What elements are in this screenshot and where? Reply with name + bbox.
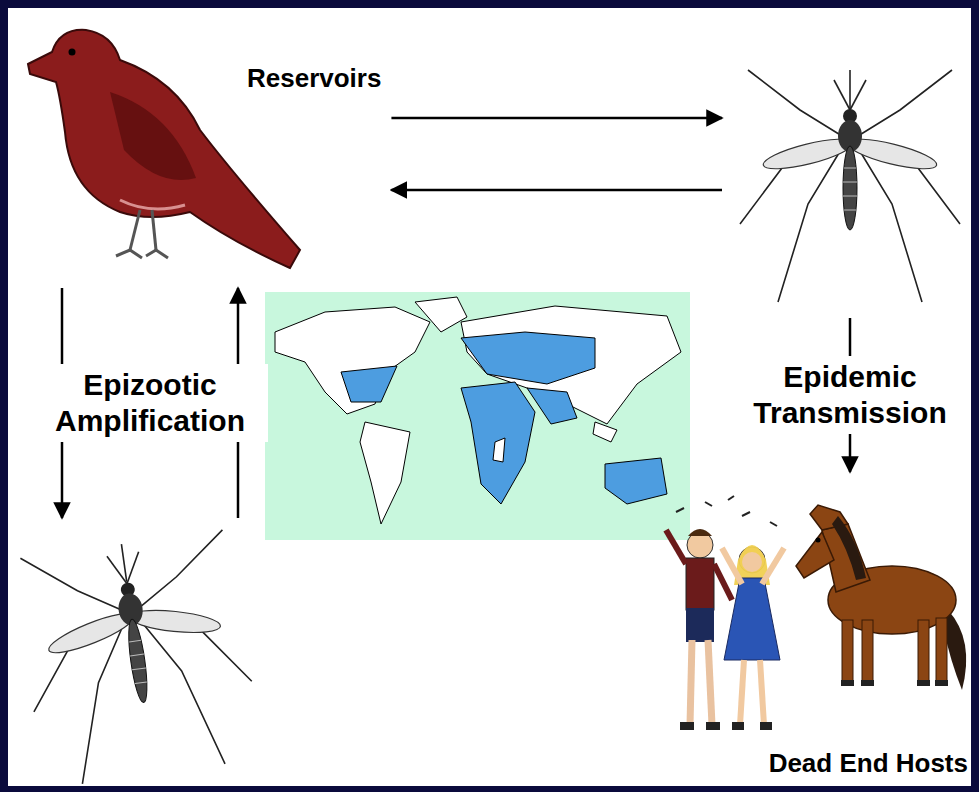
bird-eye [69, 49, 76, 56]
arrow-connector [391, 117, 722, 120]
vector-node [728, 48, 968, 312]
host-node: Dead End Hosts [662, 478, 974, 783]
child [722, 545, 784, 730]
mosquito-illustration [12, 529, 262, 789]
vector-node [15, 524, 260, 784]
bird-legs [116, 210, 168, 258]
mosquito-illustration [740, 70, 960, 302]
edge-label: Epidemic Transmission [742, 356, 958, 434]
flying-insects [676, 496, 777, 526]
continents [275, 297, 681, 524]
world-map [265, 292, 690, 540]
map-background [265, 292, 690, 540]
node-label: Dead End Hosts [769, 749, 968, 779]
horse [796, 505, 966, 690]
hosts-illustration [666, 496, 966, 730]
edge-label: Epizootic Amplification [32, 364, 268, 442]
child [666, 529, 732, 730]
arrow-connector [391, 189, 722, 192]
reservoir-node: Reservoirs [15, 20, 385, 282]
node-label: Reservoirs [247, 64, 381, 94]
bird-wing [110, 92, 196, 180]
bird-highlight [120, 200, 185, 209]
